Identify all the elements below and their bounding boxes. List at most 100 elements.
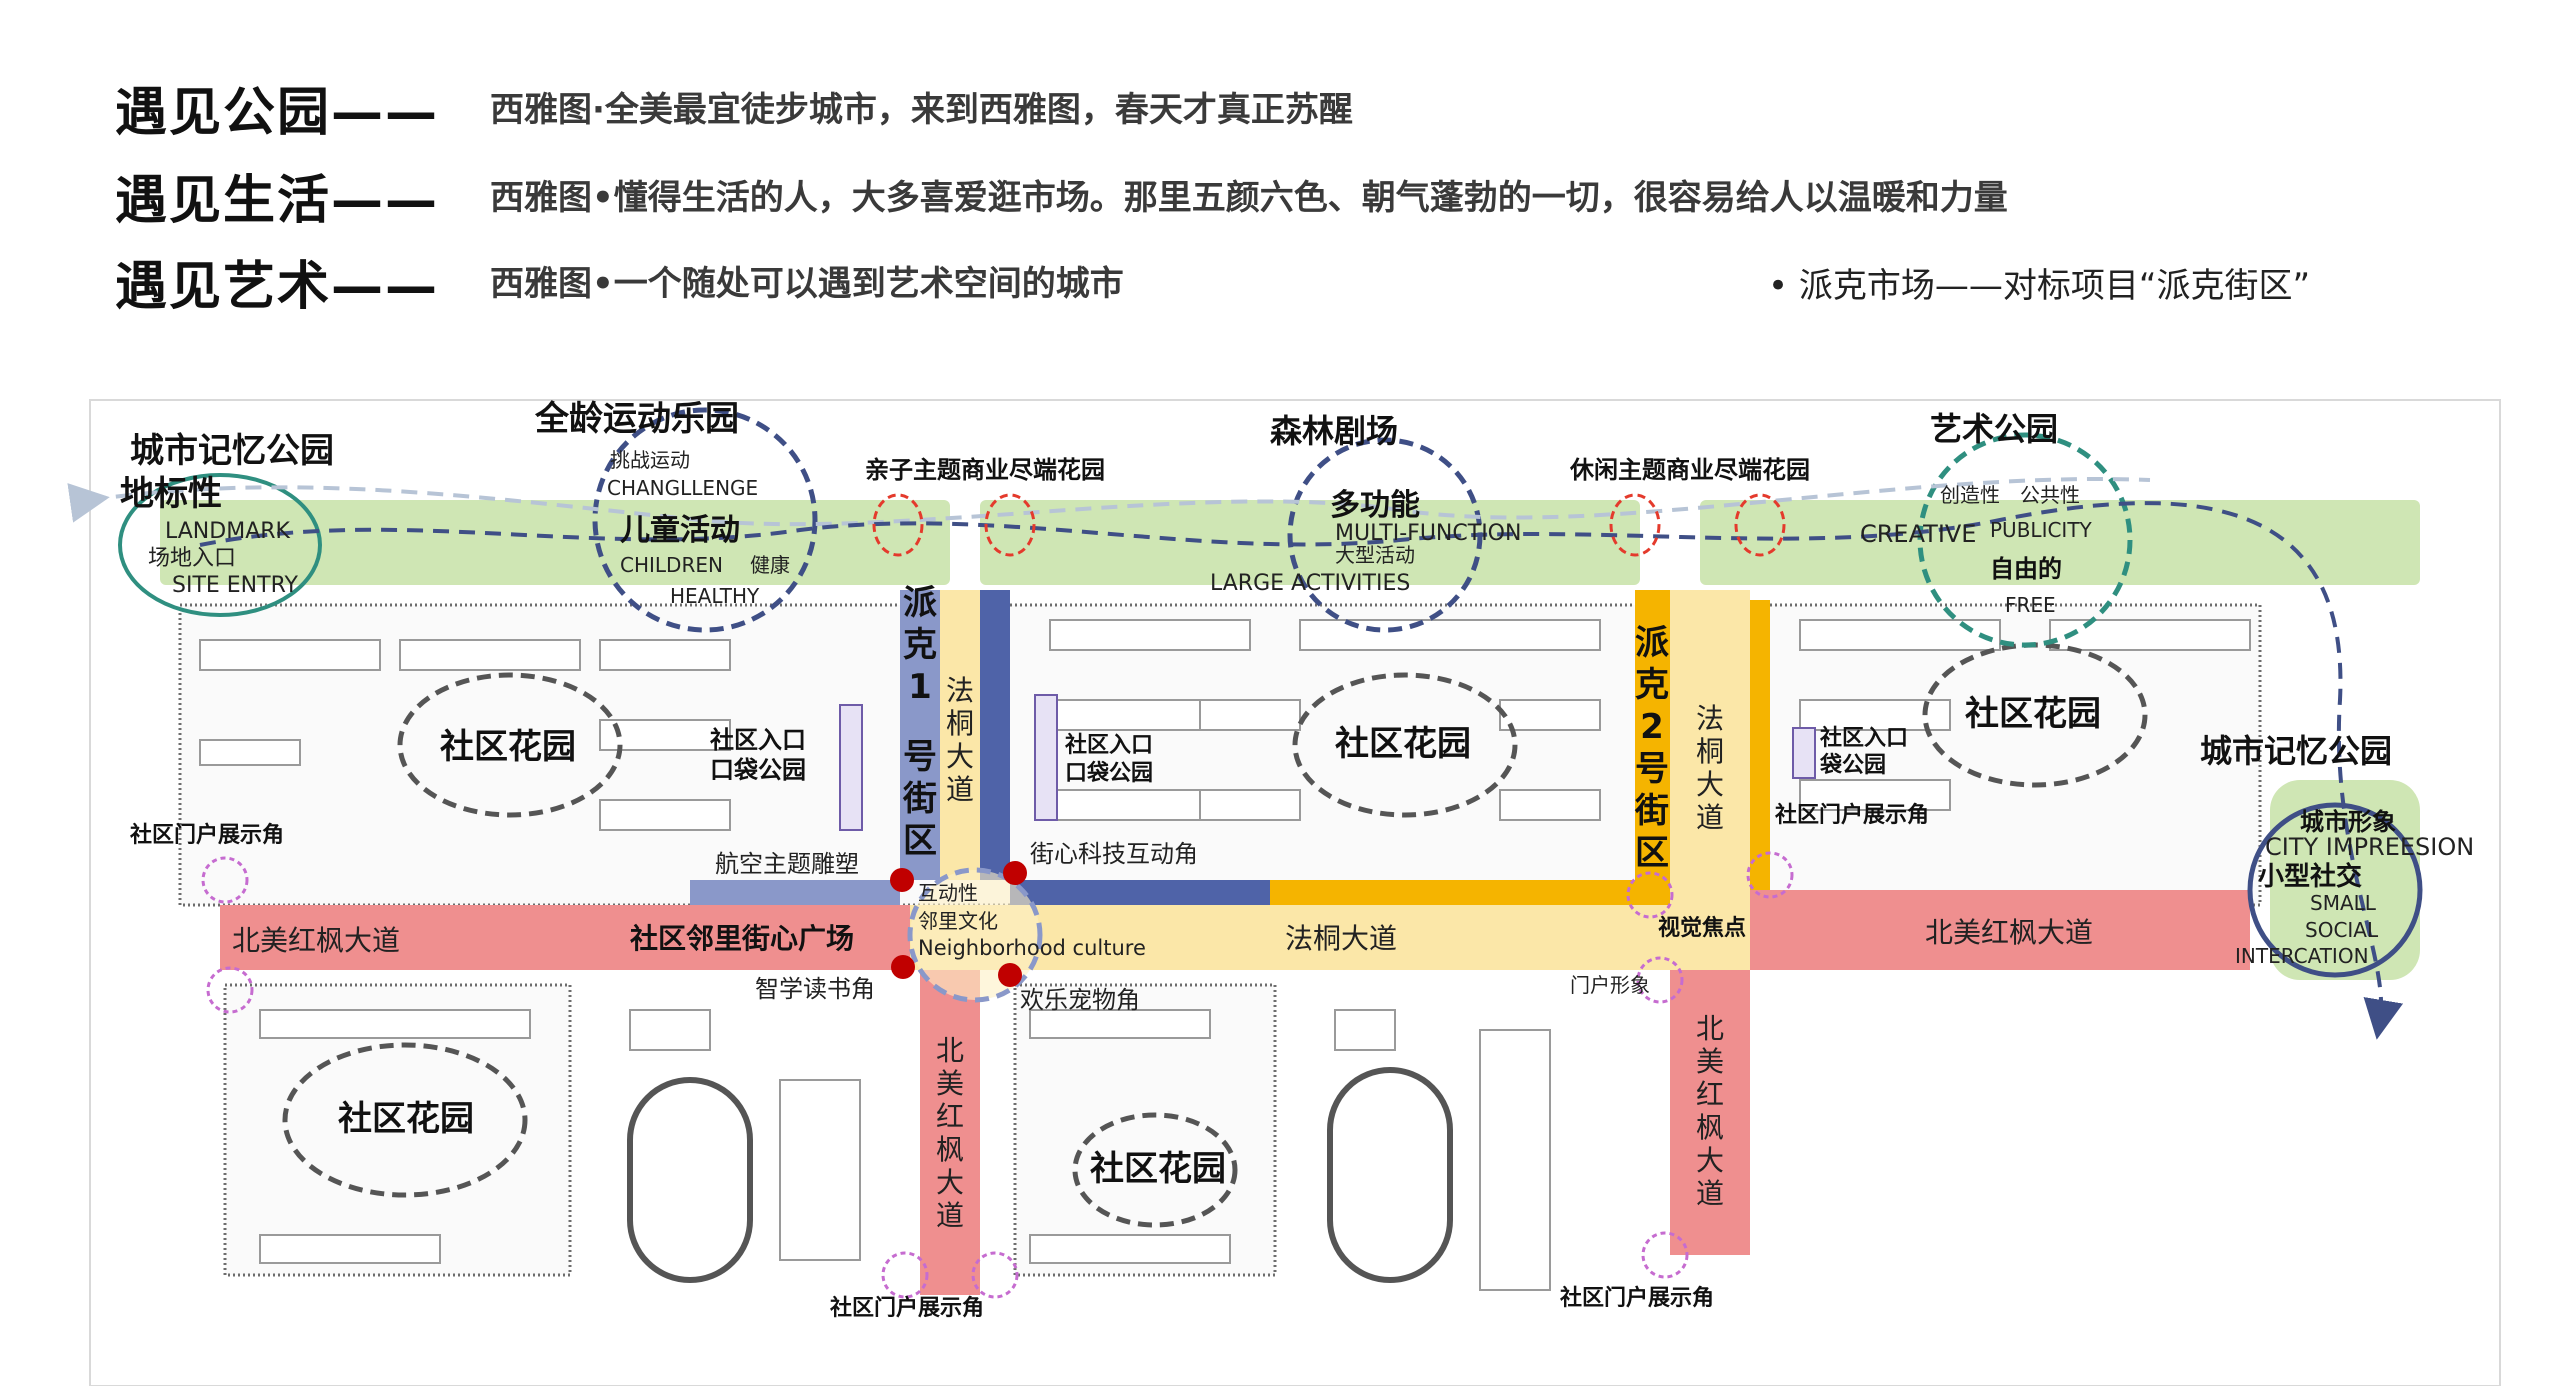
plaza-dot-2 — [1003, 861, 1027, 885]
label-maple2-2: 红 — [1696, 1078, 1724, 1111]
label-plane1-1: 桐 — [946, 707, 974, 740]
label-garden-5: 社区花园 — [1090, 1149, 1226, 1189]
label-health-cn: 健康 — [750, 553, 790, 577]
south-buildings — [259, 1009, 1551, 1291]
site-outline — [89, 399, 2501, 1386]
label-art-park: 艺术公园 — [1930, 410, 2058, 448]
pike-market-bullet: • 派克市场——对标项目“派克街区” — [1768, 266, 2311, 306]
east-green — [2270, 780, 2420, 980]
label-maple-h-west: 北美红枫大道 — [232, 924, 400, 957]
label-plane2-3: 道 — [1696, 801, 1724, 834]
label-reading: 智学读书角 — [755, 975, 875, 1003]
pocket-park-bar-1 — [839, 704, 863, 831]
label-entry-2: 社区入口 — [1065, 732, 1153, 758]
flow-curve-dark — [199, 501, 2403, 1040]
label-pike2-0: 派 — [1635, 623, 1669, 663]
label-maple2-5: 道 — [1696, 1177, 1724, 1210]
gate-corner-6 — [1636, 956, 1684, 1004]
label-neighborhood-plaza: 社区邻里街心广场 — [630, 922, 854, 955]
maple-ave-h-east — [1750, 890, 2250, 970]
label-plane-h: 法桐大道 — [1285, 922, 1397, 955]
header-desc-park: 西雅图·全美最宜徒步城市，来到西雅图，春天才真正苏醒 — [490, 90, 1353, 130]
label-maple1-4: 大 — [936, 1166, 964, 1199]
label-interactive: 互动性 — [918, 881, 978, 905]
plaza-dot-4 — [998, 963, 1022, 987]
pike-1-dark — [980, 590, 1010, 880]
landmark-circle — [118, 473, 322, 617]
label-entry-3: 社区入口 — [1820, 725, 1908, 751]
art-park-circle — [1917, 432, 2133, 648]
pike-1-light — [900, 590, 940, 880]
label-pike2-4: 街 — [1634, 791, 1669, 831]
label-plane2-0: 法 — [1696, 702, 1724, 735]
maple-ave-v1 — [920, 970, 980, 1295]
garden-ellipse-1 — [397, 672, 623, 818]
plaza-dot-1 — [890, 868, 914, 892]
north-buildings — [199, 619, 2251, 831]
label-tech-corner: 街心科技互动角 — [1030, 840, 1198, 868]
leisure-garden-marker-2 — [1734, 493, 1786, 557]
label-landmark-en: LANDMARK — [165, 519, 291, 544]
label-pike1-2: 1 — [908, 667, 932, 707]
gate-corner-8 — [1641, 1231, 1689, 1279]
header-desc-life: 西雅图•懂得生活的人，大多喜爱逛市场。那里五颜六色、朝气蓬勃的一切，很容易给人以… — [490, 178, 2008, 218]
label-pocket-3: 袋公园 — [1819, 752, 1886, 778]
gate-corner-4 — [971, 1251, 1019, 1299]
label-maple1-2: 红 — [936, 1100, 964, 1133]
plane-ave-v1 — [940, 590, 980, 880]
label-maple-h-east: 北美红枫大道 — [1925, 916, 2093, 949]
label-maple1-0: 北 — [936, 1034, 964, 1067]
label-maple2-3: 枫 — [1696, 1111, 1724, 1144]
gate-corner-7 — [1746, 851, 1794, 899]
sports-track-east — [1327, 1067, 1453, 1283]
label-creative-cn: 创造性 — [1940, 483, 2000, 507]
label-free-cn: 自由的 — [1990, 555, 2062, 583]
label-small-en: SMALL — [2310, 891, 2377, 915]
label-aviation: 航空主题雕塑 — [715, 850, 859, 878]
header-title-art: 遇见艺术—— — [115, 257, 440, 317]
label-pike1-1: 克 — [903, 625, 937, 665]
label-pocket-1: 口袋公园 — [710, 756, 806, 784]
label-garden-1: 社区花园 — [440, 727, 576, 767]
label-neighbor-en: Neighborhood culture — [918, 936, 1146, 960]
family-garden-marker-2 — [984, 493, 1036, 557]
label-maple1-5: 道 — [936, 1199, 964, 1232]
gate-corner-3 — [881, 1251, 929, 1299]
label-children-en: CHILDREN — [620, 553, 723, 577]
label-forest-theatre: 森林剧场 — [1270, 412, 1398, 450]
label-multi-en: MULTI-FUNCTION — [1335, 521, 1521, 546]
label-interaction-en: INTERCATION — [2235, 944, 2369, 968]
label-creative-en: CREATIVE — [1860, 520, 1976, 548]
header-title-park: 遇见公园—— — [115, 83, 440, 143]
garden-ellipse-5 — [1072, 1112, 1238, 1228]
label-social-en: SOCIAL — [2305, 918, 2379, 942]
leisure-garden-marker — [1609, 493, 1661, 557]
label-city-memory-left: 城市记忆公园 — [130, 431, 334, 471]
label-large-cn: 大型活动 — [1335, 543, 1415, 567]
label-visual-focus: 视觉焦点 — [1658, 915, 1746, 941]
plaza-dot-3 — [891, 955, 915, 979]
label-city-image-en: CITY IMPREESION — [2265, 833, 2474, 861]
label-all-age-sports: 全龄运动乐园 — [534, 399, 739, 439]
label-plane2-1: 桐 — [1696, 735, 1724, 768]
label-challenge-en: CHANGLLENGE — [607, 476, 758, 500]
label-public-cn: 公共性 — [2020, 483, 2080, 507]
label-pike2-2: 2 — [1640, 707, 1664, 747]
label-plane1-3: 道 — [946, 773, 974, 806]
label-garden-4: 社区花园 — [338, 1099, 474, 1139]
label-pike1-4: 街 — [902, 779, 937, 819]
label-family-garden: 亲子主题商业尽端花园 — [865, 456, 1105, 484]
garden-ellipse-4 — [282, 1042, 528, 1198]
label-entry-1: 社区入口 — [710, 726, 806, 754]
label-maple2-4: 大 — [1696, 1144, 1724, 1177]
label-health-en: HEALTHY — [670, 584, 760, 608]
label-maple1-1: 美 — [936, 1067, 964, 1100]
label-gate-corner-2: 社区门户展示角 — [1775, 802, 1929, 828]
header-desc-art: 西雅图•一个随处可以遇到艺术空间的城市 — [490, 264, 1124, 304]
label-maple2-0: 北 — [1696, 1012, 1724, 1045]
maple-ave-v2 — [1670, 970, 1750, 1255]
green-belt-west — [160, 500, 950, 585]
label-free-en: FREE — [2005, 593, 2056, 617]
label-pike2-5: 区 — [1635, 833, 1669, 873]
